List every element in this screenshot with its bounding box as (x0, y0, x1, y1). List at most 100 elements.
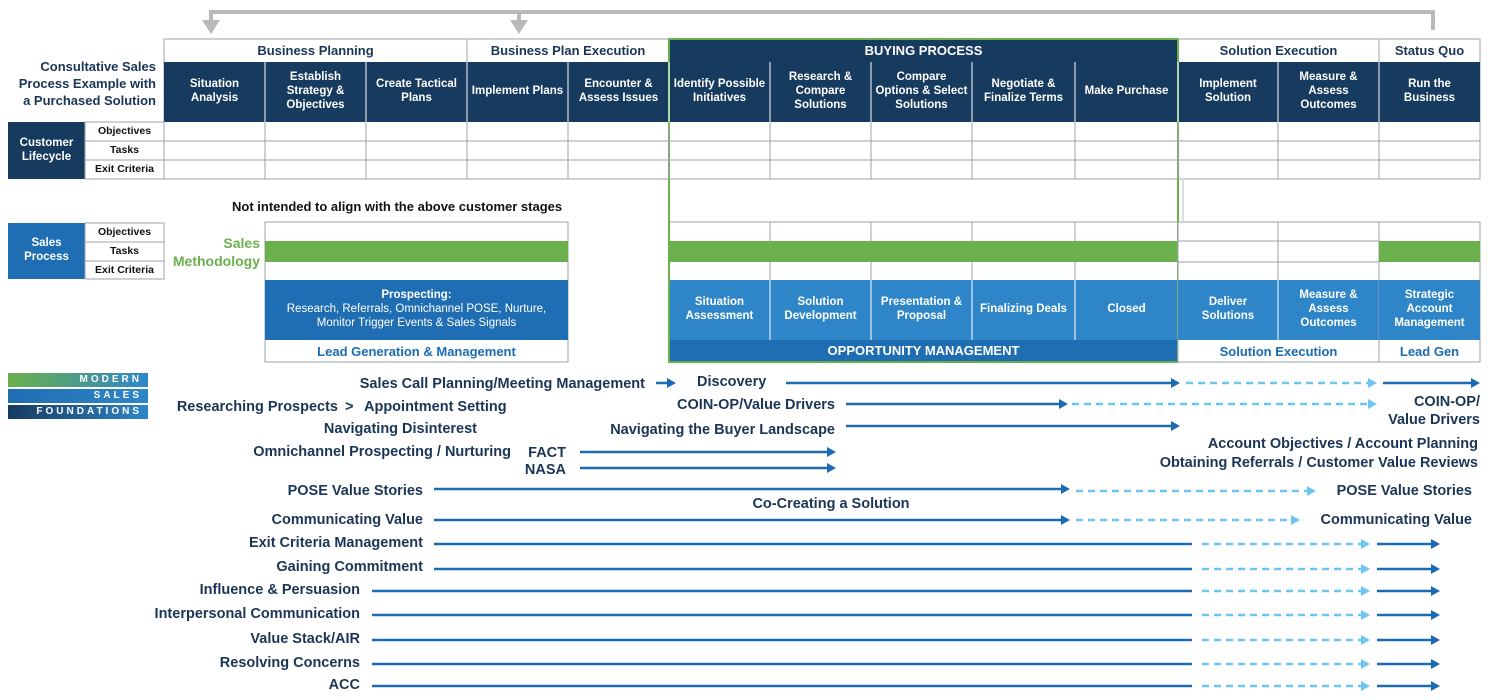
skill-label: NASA (524, 462, 566, 478)
customer-stage: Compare Options & Select Solutions (875, 71, 968, 111)
logo-word: MODERN (8, 373, 148, 387)
skill-label: POSE Value Stories (1336, 483, 1472, 499)
opportunity-footer-bg (669, 340, 1178, 362)
skill-label: Discovery (697, 374, 767, 390)
customer-row-labels-bg (84, 121, 165, 180)
arrow-head (1361, 659, 1370, 669)
alignment-note: Not intended to align with the above cus… (232, 199, 563, 214)
customer-stage: Encounter & Assess Issues (578, 78, 659, 104)
sales-process-label: Sales Process (24, 237, 69, 263)
strategic-green-band (1379, 241, 1480, 262)
phase-header: Status Quo (1394, 42, 1465, 58)
opportunity-stage: Solution Development (784, 296, 857, 322)
execution-footer: Solution Execution (1219, 343, 1338, 359)
skill-label: Exit Criteria Management (248, 535, 423, 551)
arrow-head (827, 463, 836, 473)
customer-stage: Run the Business (1403, 78, 1456, 104)
skill-label: > (345, 399, 354, 415)
opportunity-stage: Situation Assessment (685, 296, 754, 322)
opportunity-green-band (669, 241, 1178, 262)
skill-label: Communicating Value (1320, 512, 1472, 528)
arrow-head (1471, 378, 1480, 388)
customer-stage: Make Purchase (1084, 85, 1169, 98)
stage-band-execution (1178, 62, 1480, 122)
customer-stage: Implement Solution (1199, 78, 1257, 104)
sales-row-label: Exit Criteria (95, 264, 154, 277)
execution-stage: Deliver Solutions (1201, 296, 1255, 322)
arrow-head (1361, 635, 1370, 645)
arrow-head (1171, 421, 1180, 431)
skill-label: POSE Value Stories (287, 483, 423, 499)
sales-row-label: Objectives (97, 226, 152, 239)
skill-label: Navigating Disinterest (323, 421, 477, 437)
customer-stage: Establish Strategy & Objectives (286, 71, 345, 111)
phase-header: BUYING PROCESS (864, 42, 983, 58)
prospecting-title: Prospecting: (381, 289, 452, 302)
arrow-head (1059, 399, 1068, 409)
stage-band-buying (669, 39, 1178, 122)
strategic-footer: Lead Gen (1399, 343, 1460, 359)
strategic-stage: Strategic Account Management (1394, 289, 1465, 329)
diagram-intro-text: Consultative Sales Process Example with … (18, 59, 156, 108)
feedback-arrowhead-0 (202, 20, 220, 34)
arrow-head (1307, 486, 1316, 496)
arrow-head (1061, 515, 1070, 525)
customer-lifecycle-label-bg (8, 122, 85, 179)
skill-label: FACT (528, 445, 566, 461)
skill-label: COIN-OP/ Value Drivers (1388, 394, 1480, 428)
customer-stage: Implement Plans (471, 85, 564, 98)
customer-lifecycle-label: Customer Lifecycle (19, 136, 74, 163)
skill-label: COIN-OP/Value Drivers (677, 397, 835, 413)
opportunity-stage: Closed (1107, 303, 1146, 316)
skill-label: Communicating Value (271, 512, 423, 528)
arrow-head (1361, 564, 1370, 574)
skill-label: Value Stack/AIR (250, 631, 360, 647)
sales-row-label: Tasks (110, 245, 139, 258)
skill-label: Omnichannel Prospecting / Nurturing (253, 444, 511, 460)
arrow-head (1368, 378, 1377, 388)
arrow-head (1431, 610, 1440, 620)
arrow-head (1061, 484, 1070, 494)
customer-stage: Identify Possible Initiatives (673, 78, 766, 104)
customer-row-label: Tasks (110, 144, 139, 157)
customer-stage: Situation Analysis (189, 78, 240, 104)
skill-label: Gaining Commitment (276, 559, 423, 575)
arrow-head (1431, 681, 1440, 691)
arrow-head (1361, 586, 1370, 596)
skill-label: Influence & Persuasion (199, 582, 360, 598)
skill-label: Sales Call Planning/Meeting Management (359, 376, 645, 392)
arrow-head (667, 378, 676, 388)
arrow-head (1431, 659, 1440, 669)
prospecting-stage: Prospecting:Research, Referrals, Omnicha… (265, 280, 568, 340)
arrow-head (827, 447, 836, 457)
customer-row-label: Exit Criteria (95, 163, 154, 176)
sales-row-labels-bg (84, 222, 165, 280)
opportunity-stage: Presentation & Proposal (880, 296, 963, 322)
arrow-head (1431, 539, 1440, 549)
stage-band-planning (164, 62, 669, 122)
sales-methodology-label: Sales Methodology (172, 235, 260, 269)
skill-label: Interpersonal Communication (154, 606, 360, 622)
skill-label: Researching Prospects (176, 399, 338, 415)
arrow-head (1361, 610, 1370, 620)
phase-header: Solution Execution (1219, 42, 1338, 58)
prospecting-stage-bg (265, 280, 568, 340)
skill-label: Obtaining Referrals / Customer Value Rev… (1159, 455, 1478, 471)
opportunity-stage: Finalizing Deals (980, 303, 1067, 316)
arrow-head (1171, 378, 1180, 388)
arrow-head (1291, 515, 1300, 525)
arrow-head (1431, 586, 1440, 596)
opportunity-stage-bg (669, 280, 1178, 340)
execution-stage: Measure & Assess Outcomes (1299, 289, 1358, 329)
arrow-head (1431, 635, 1440, 645)
strategic-stage-bg (1379, 280, 1480, 340)
sales-process-label-bg (8, 223, 85, 279)
phase-header: Business Plan Execution (490, 42, 646, 58)
prospecting-body: Research, Referrals, Omnichannel POSE, N… (286, 303, 547, 329)
skill-label: Resolving Concerns (219, 655, 360, 671)
phase-header: Business Planning (257, 42, 374, 58)
feedback-arrowhead-1 (510, 20, 528, 34)
customer-stage: Negotiate & Finalize Terms (983, 78, 1064, 104)
arrow-head (1361, 539, 1370, 549)
